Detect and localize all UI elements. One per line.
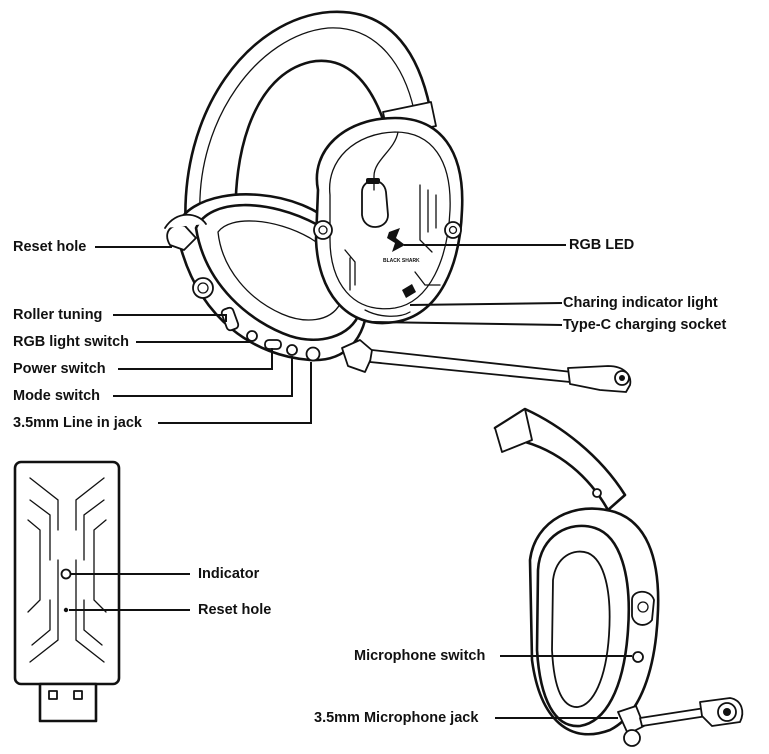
microphone-switch — [632, 651, 644, 663]
headband — [184, 10, 432, 234]
dongle-indicator-light — [60, 568, 72, 580]
label-type-c-socket: Type-C charging socket — [563, 317, 727, 333]
label-reset-hole: Reset hole — [13, 239, 87, 255]
shark-logo-icon — [387, 228, 405, 252]
right-ear-cup — [314, 116, 464, 325]
label-rgb-light-switch: RGB light switch — [13, 334, 129, 350]
label-mode-switch: Mode switch — [13, 388, 101, 404]
label-dongle-reset-hole: Reset hole — [198, 602, 272, 618]
headset-side-view — [493, 407, 744, 747]
logo-brand-text: BLACK SHARK — [383, 258, 420, 264]
usb-dongle — [13, 460, 190, 723]
label-microphone-switch: Microphone switch — [354, 648, 486, 664]
dongle-reset-hole — [63, 607, 69, 613]
label-microphone-jack: 3.5mm Microphone jack — [314, 710, 479, 726]
label-charging-indicator-light: Charing indicator light — [563, 295, 718, 311]
headset-leader-lines — [95, 244, 566, 424]
label-line-in-jack: 3.5mm Line in jack — [13, 415, 142, 431]
label-power-switch: Power switch — [13, 361, 106, 377]
headset-front-view: BLACK SHARK — [164, 10, 632, 393]
label-rgb-led: RGB LED — [569, 237, 635, 253]
label-roller-tuning: Roller tuning — [13, 307, 103, 323]
label-dongle-indicator: Indicator — [198, 566, 260, 582]
